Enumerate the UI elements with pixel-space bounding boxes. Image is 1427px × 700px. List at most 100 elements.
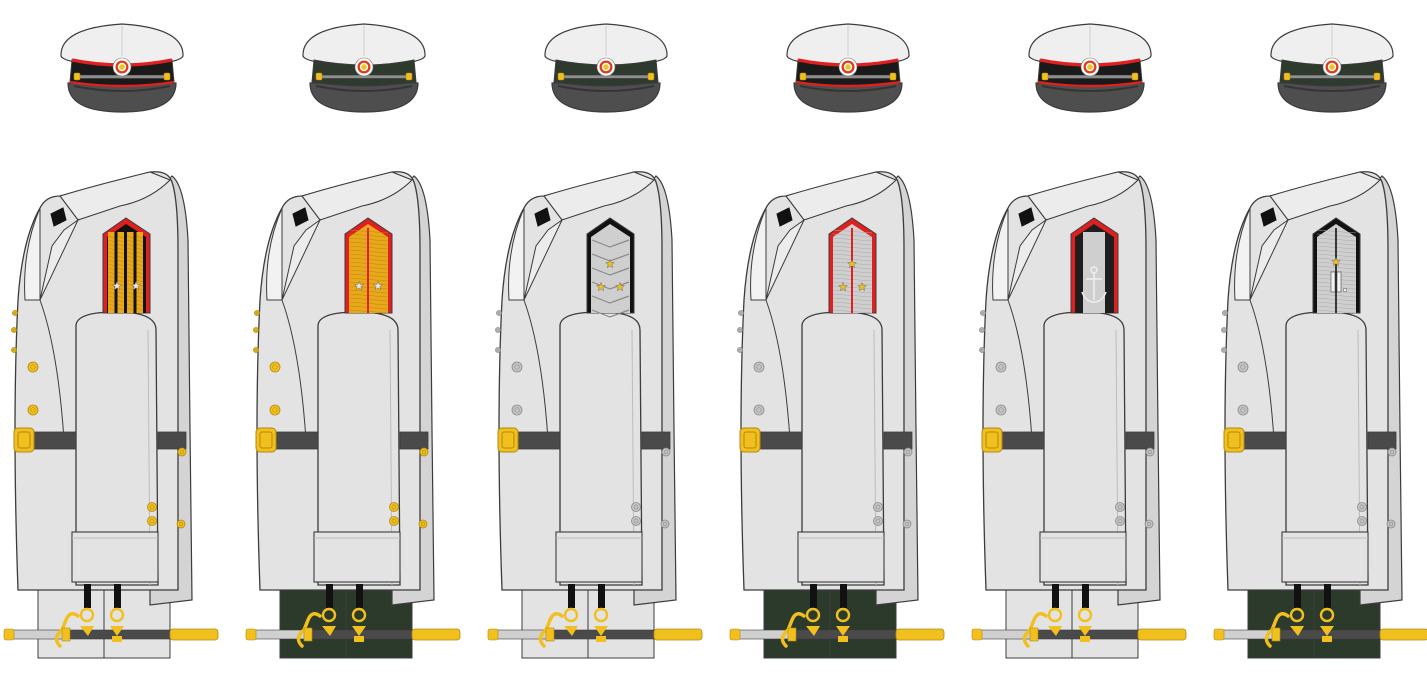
rear-button [1357,502,1367,512]
rank-star [838,281,848,292]
dirk-crossguard [54,612,80,648]
dirk-ring [321,607,337,623]
dagger-hanger-strap [810,584,817,608]
rank-star [112,280,122,291]
tunic-pocket [1281,531,1369,583]
dagger-hanger-strap [568,584,575,608]
tunic-pocket [555,531,643,583]
shoulder-board [102,217,151,314]
tunic-button [269,404,281,416]
dirk-mount [354,636,364,642]
rear-button [631,502,641,512]
zigzag-lace [591,267,630,276]
dirk-mount [1078,626,1092,636]
uniform-6 [1213,23,1427,659]
belt-buckle [981,427,1003,453]
cap-strap-button [315,72,323,81]
shoulder-board [828,217,877,314]
small-button [253,347,259,353]
dirk-pommel [1213,628,1225,641]
dirk-ring [1319,607,1335,623]
dirk [729,607,945,648]
dirk-ring [1077,607,1093,623]
belt-buckle [739,427,761,453]
uniform-2 [245,23,461,659]
dirk [3,607,219,648]
dirk-chape [169,628,219,641]
cuff-button [660,519,670,529]
rank-star [131,280,141,291]
tunic-pocket [71,531,159,583]
tunic-lapel [750,207,767,301]
cuff-button [661,447,671,457]
rank-star [605,258,615,269]
tunic-lapel [508,207,525,301]
dirk-ring [805,607,821,623]
small-button [1221,327,1227,333]
small-button [738,310,744,316]
zigzag-lace [591,295,630,304]
cuff-button [1387,447,1397,457]
shoulder-board [1312,217,1361,314]
small-button [12,310,18,316]
tunic-button [753,361,765,373]
dirk-mount [564,626,578,636]
anchor-emblem [1081,266,1107,303]
dirk-chape [1137,628,1187,641]
small-button [979,327,985,333]
cuff-button [902,519,912,529]
rank-star [596,281,606,292]
belt [1367,431,1397,450]
zigzag-lace [591,239,630,248]
dagger-hanger-strap [1052,584,1059,608]
collar-tie [1260,207,1277,227]
dirk [487,607,703,648]
tunic-lapel [39,218,80,301]
cap-strap-button [1373,72,1381,81]
rank-star [1331,256,1341,267]
dagger-hanger-strap [114,584,121,608]
small-button [495,327,501,333]
dirk-ring [351,607,367,623]
rear-button [147,516,157,526]
cap-strap-button [1283,72,1291,81]
cap-strap-button [163,72,171,81]
small-button [737,347,743,353]
collar-tie [292,207,309,227]
cuff-button [418,519,428,529]
belt-buckle [255,427,277,453]
tunic-button [511,361,523,373]
dirk-guard-block [303,627,313,642]
shoulder-board [344,217,393,314]
peaked-cap [1028,23,1152,113]
gold-lace-stripe [127,232,134,313]
tunic-lapel [266,207,283,301]
gold-lace-stripe [108,232,115,313]
dagger-hanger-strap [356,584,363,608]
peaked-cap [302,23,426,113]
dirk-ring [835,607,851,623]
rear-button [1115,502,1125,512]
tunic-lapel [24,207,41,301]
tunic-lapel [281,218,322,301]
dirk-ring [1289,607,1305,623]
dirk-ring [593,607,609,623]
rank-star [857,281,867,292]
dirk-mount [1048,626,1062,636]
small-button [253,327,259,333]
belt [883,431,913,450]
dirk-chape [895,628,945,641]
tunic-lapel [765,218,806,301]
zigzag-lace [591,309,630,318]
tunic-collar [1269,171,1381,221]
dirk-crossguard [780,612,806,648]
dagger-hanger-strap [1294,584,1301,608]
small-button [254,310,260,316]
dirk-guard-block [787,627,797,642]
tunic-lapel [992,207,1009,301]
white-tunic [737,171,919,608]
tunic-button [753,404,765,416]
dirk-mount [806,626,820,636]
tunic-pocket [313,531,401,583]
